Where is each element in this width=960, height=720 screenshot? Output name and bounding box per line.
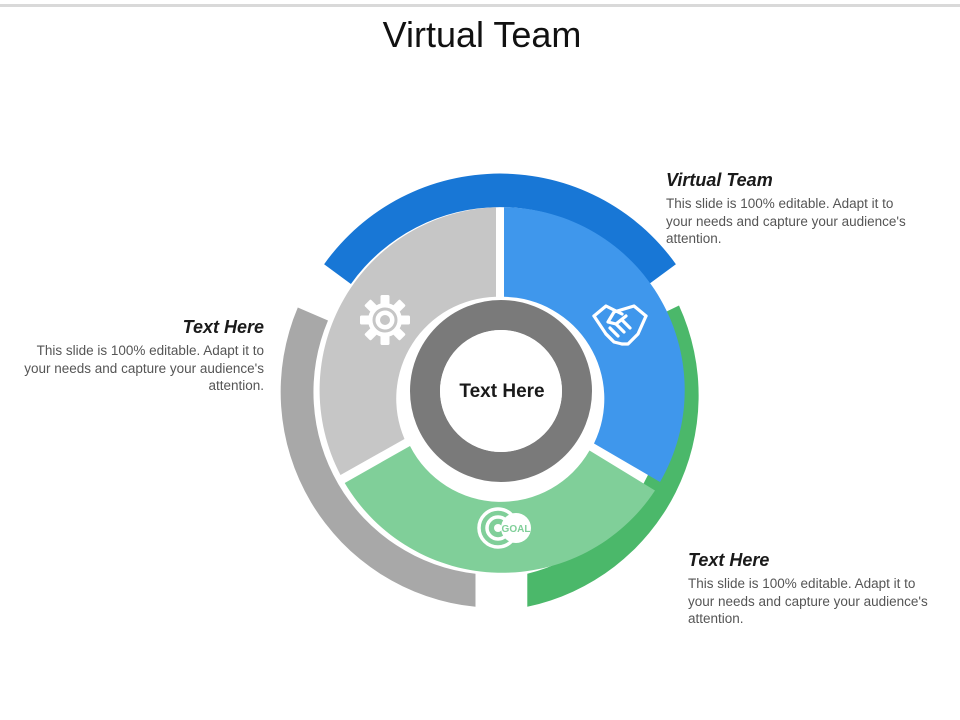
hub-center	[440, 330, 562, 452]
callout-body: This slide is 100% editable. Adapt it to…	[688, 576, 928, 626]
goal-target-icon: GOAL	[477, 507, 531, 549]
callout-heading: Text Here	[688, 550, 770, 570]
hub-ring	[410, 300, 592, 482]
gear-icon	[360, 295, 410, 345]
blue-outer-arc	[324, 173, 676, 284]
handshake-icon	[592, 304, 648, 346]
callout-left: Text Here This slide is 100% editable. A…	[24, 317, 264, 395]
callout-heading: Text Here	[182, 317, 264, 337]
callout-body: This slide is 100% editable. Adapt it to…	[666, 196, 906, 246]
center-label: Text Here	[459, 381, 545, 402]
top-rule	[0, 4, 960, 7]
goal-icon-label: GOAL	[502, 524, 531, 535]
callout-virtual-team: Virtual Team This slide is 100% editable…	[666, 170, 906, 248]
blue-segment	[504, 207, 685, 482]
slide-title: Virtual Team	[382, 14, 582, 55]
gray-segment	[319, 207, 496, 475]
gray-outer-arc	[280, 307, 476, 607]
callout-heading: Virtual Team	[666, 170, 773, 190]
callout-body: This slide is 100% editable. Adapt it to…	[24, 343, 264, 393]
callout-bottom-right: Text Here This slide is 100% editable. A…	[688, 550, 928, 628]
